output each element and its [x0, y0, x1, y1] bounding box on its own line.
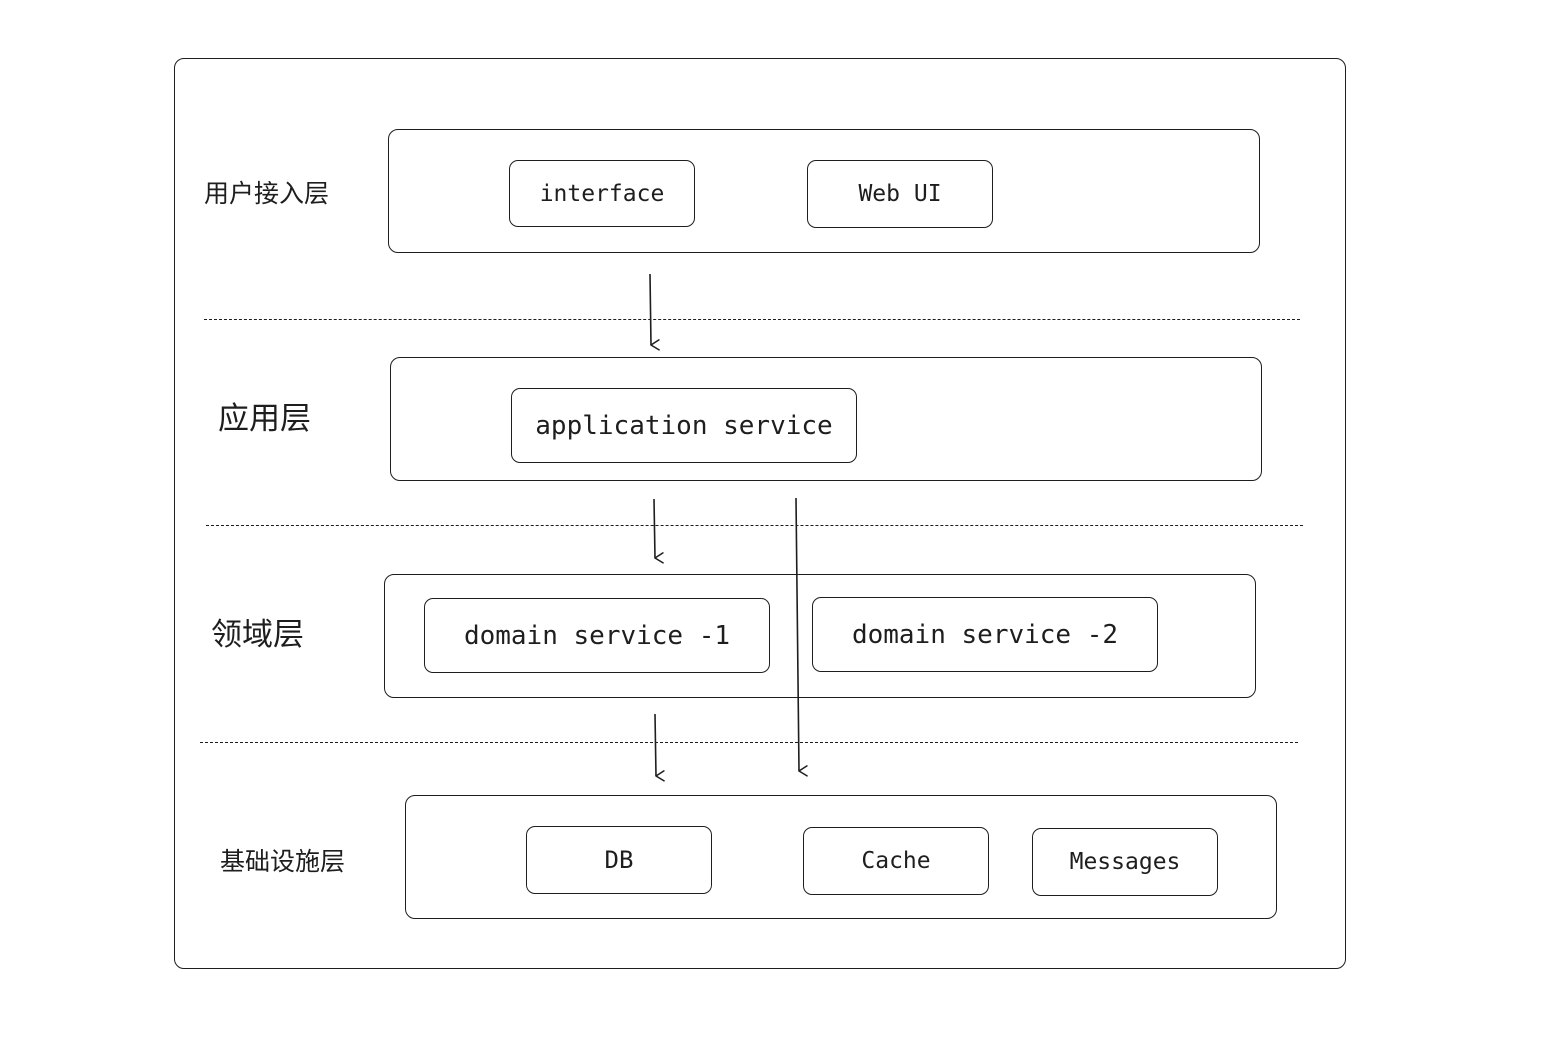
- access-layer-box: [388, 129, 1260, 253]
- domain-layer-label: 领域层: [211, 617, 304, 653]
- messages-node: Messages: [1032, 828, 1218, 896]
- cache-node: Cache: [803, 827, 989, 895]
- application-layer-box: [390, 357, 1262, 481]
- db-node: DB: [526, 826, 712, 894]
- domain-service-1-node: domain service -1: [424, 598, 770, 673]
- infrastructure-layer-box: [405, 795, 1277, 919]
- interface-node: interface: [509, 160, 695, 227]
- application-service-node: application service: [511, 388, 857, 463]
- domain-service-2-node: domain service -2: [812, 597, 1158, 672]
- layer-divider-2: [206, 525, 1303, 526]
- application-layer-label: 应用层: [218, 401, 311, 437]
- access-layer-label: 用户接入层: [204, 179, 330, 208]
- infrastructure-layer-label: 基础设施层: [220, 847, 346, 876]
- layer-divider-1: [204, 319, 1300, 320]
- domain-layer-box: [384, 574, 1256, 698]
- layer-divider-3: [200, 742, 1298, 743]
- web-ui-node: Web UI: [807, 160, 993, 228]
- architecture-frame: [174, 58, 1346, 969]
